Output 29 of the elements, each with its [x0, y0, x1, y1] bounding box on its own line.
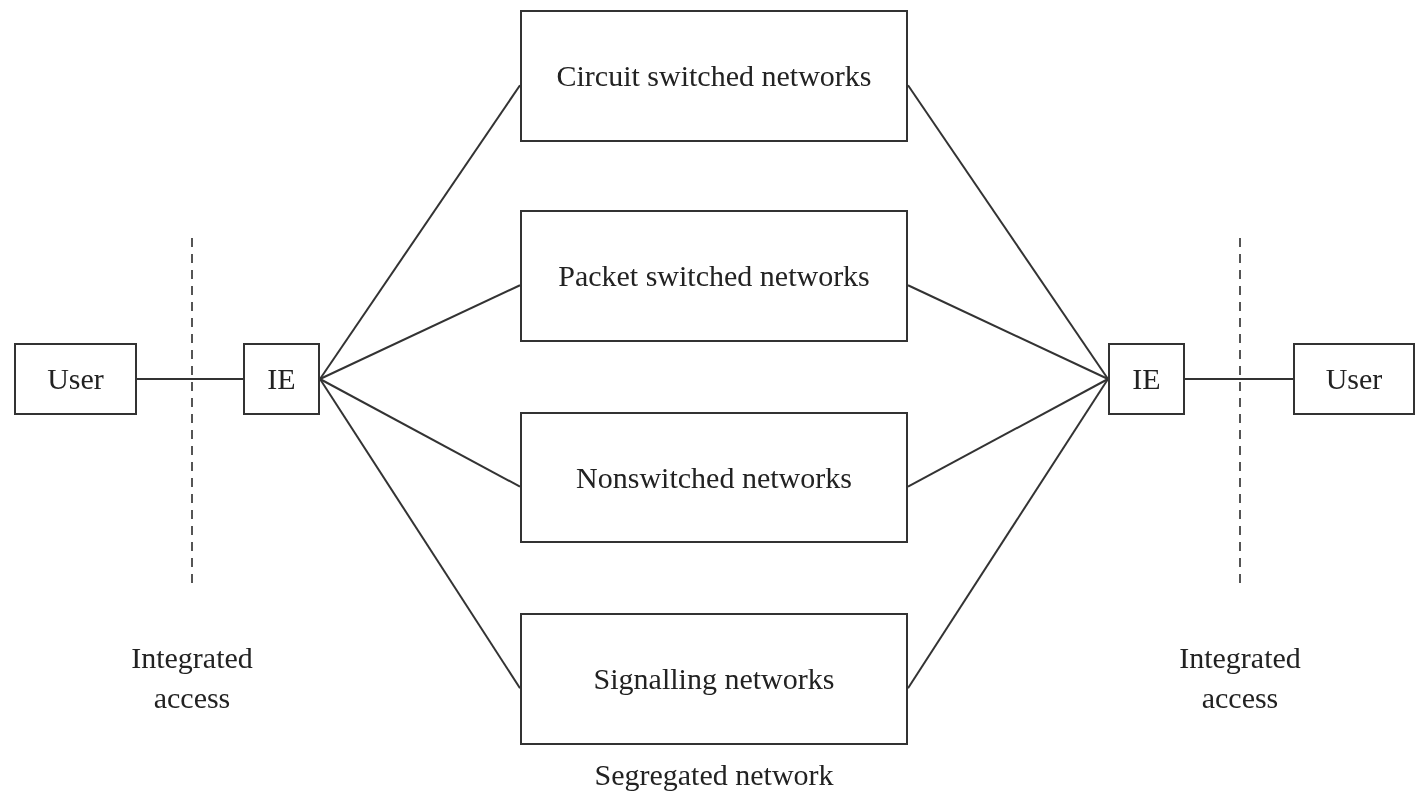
node-label: Signalling networks	[593, 661, 835, 697]
connector-line	[136, 378, 244, 380]
connector-line	[907, 378, 1109, 690]
user-box	[1293, 343, 1415, 415]
boundary-label: Integrated access	[130, 640, 254, 716]
node-label: Nonswitched networks	[576, 459, 852, 496]
connector-line	[907, 284, 1109, 380]
network-box	[520, 210, 908, 342]
connector-line	[319, 378, 521, 488]
group-caption: Segregated network	[593, 757, 835, 793]
node-label: User	[1325, 361, 1383, 397]
connector-line	[907, 84, 1109, 380]
boundary-label: Integrated access	[1178, 640, 1302, 716]
interface-box	[243, 343, 320, 415]
node-label: Packet switched networks	[558, 258, 870, 294]
connector-line	[319, 84, 521, 380]
connector-line	[319, 284, 521, 380]
connector-line	[907, 378, 1109, 488]
connector-line	[1184, 378, 1294, 380]
user-box	[14, 343, 137, 415]
network-box	[520, 613, 908, 745]
node-label: IE	[1132, 361, 1161, 397]
interface-box	[1108, 343, 1185, 415]
network-box	[520, 412, 908, 543]
node-label: Circuit switched networks	[556, 58, 872, 94]
connector-line	[319, 378, 521, 690]
node-label: IE	[267, 361, 296, 397]
network-box	[520, 10, 908, 142]
node-label: User	[47, 361, 104, 397]
